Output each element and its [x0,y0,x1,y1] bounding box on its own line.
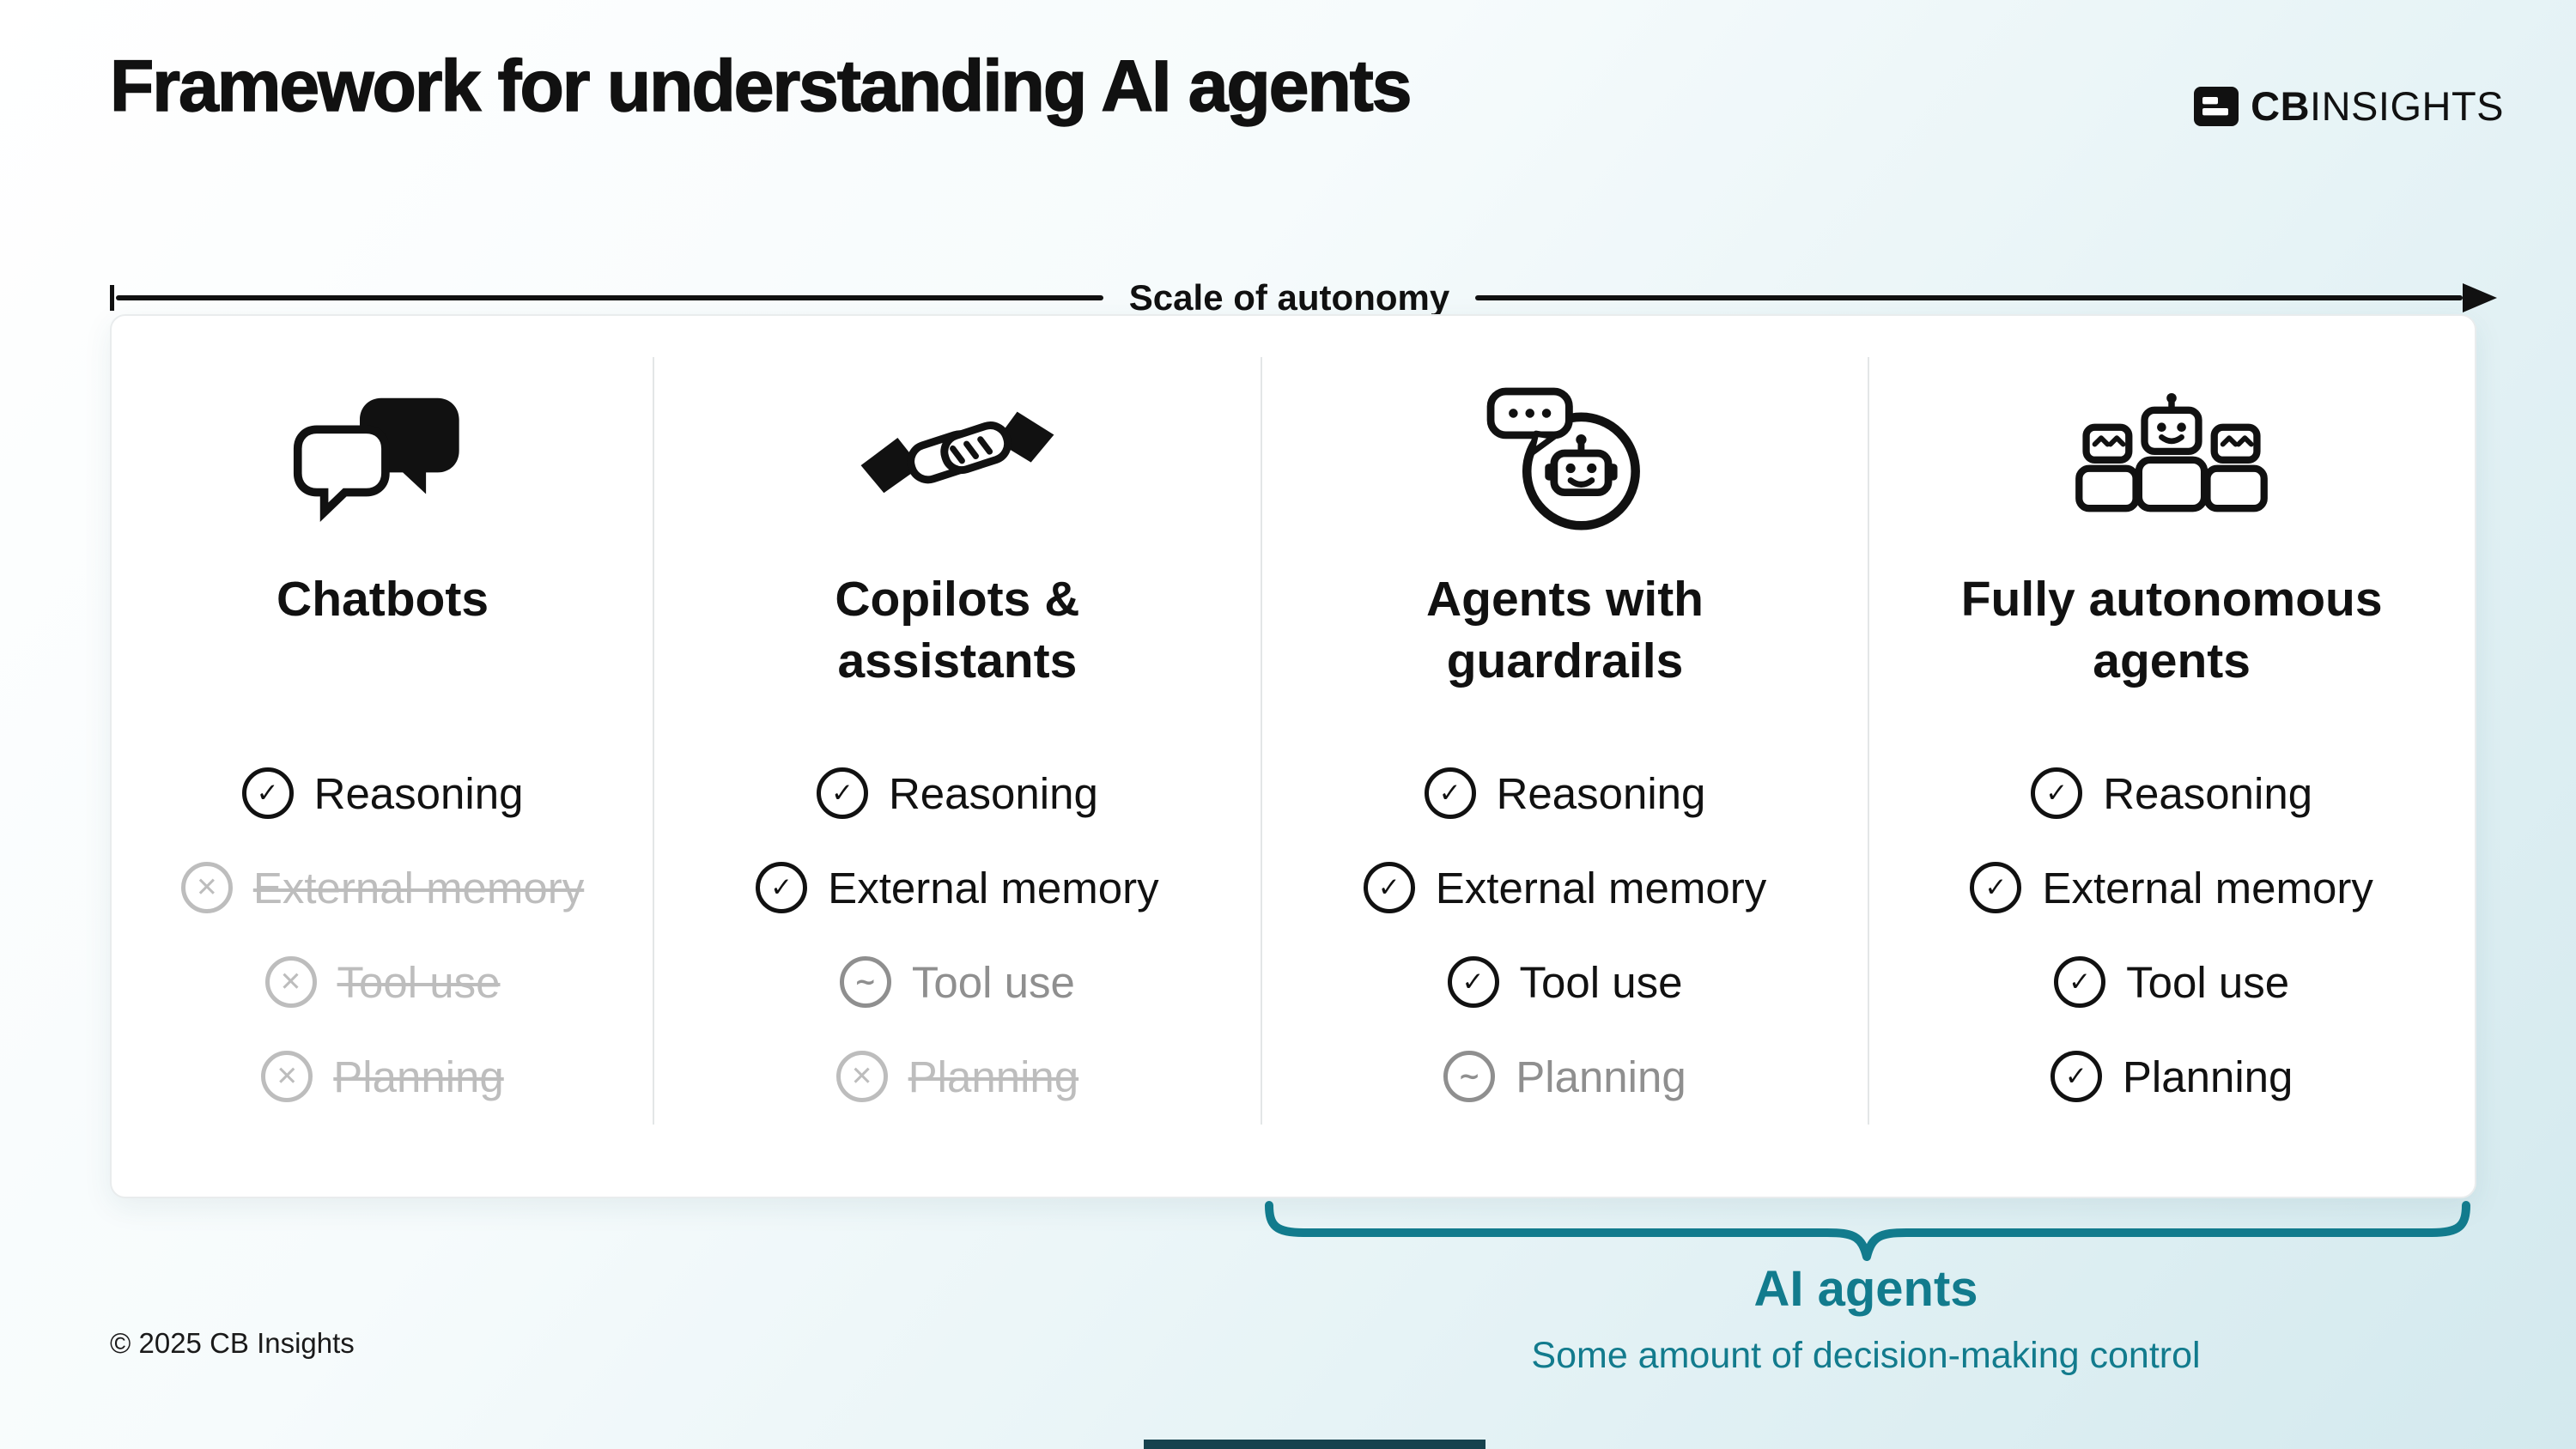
feature-label: External memory [2042,863,2373,912]
feature-label: Tool use [337,957,501,1007]
feature-row: ✕ Tool use [181,956,584,1008]
feature-row: ✓ Tool use [1970,956,2372,1008]
check-circle-icon: ✓ [2031,767,2083,819]
tilde-circle-icon: ∼ [839,956,891,1008]
check-circle-icon: ✓ [2054,956,2106,1008]
axis-label: Scale of autonomy [1128,277,1450,318]
feature-row: ✓ Reasoning [756,767,1158,819]
check-circle-icon: ✓ [816,767,868,819]
feature-row: ∼ Planning [1364,1051,1766,1102]
feature-label: External memory [828,863,1159,912]
callout-subtitle: Some amount of decision-making control [1531,1335,2201,1376]
check-circle-icon: ✓ [2050,1051,2102,1102]
robot-chat-icon [1479,371,1652,548]
feature-row: ✓ External memory [1363,862,1767,913]
robots-group-icon [2072,371,2271,548]
cross-circle-icon: ✕ [261,1051,313,1102]
feature-row: ∼ Tool use [756,956,1158,1008]
feature-row: ✓ Reasoning [181,767,584,819]
feature-row: ✕ Planning [756,1051,1158,1102]
cross-circle-icon: ✕ [180,862,233,913]
feature-row: ✕ Planning [181,1051,584,1102]
column-chatbots: Chatbots ✓ Reasoning ✕ External memory ✕ Tool … [112,316,653,1197]
feature-label: Reasoning [2103,768,2313,818]
callout-title: AI agents [1753,1261,1978,1317]
chat-bubbles-icon [292,371,474,548]
axis-start-tick [110,285,114,311]
ai-agents-brace [1265,1201,2470,1261]
columns-grid: Chatbots ✓ Reasoning ✕ External memory ✕ Tool … [112,316,2475,1197]
feature-label: External memory [1435,863,1767,912]
feature-label: Planning [908,1052,1079,1101]
axis-line-left [116,295,1103,300]
framework-card: Chatbots ✓ Reasoning ✕ External memory ✕ Tool … [110,314,2476,1198]
feature-list: ✓ Reasoning ✕ External memory ✕ Tool use ✕ Plan… [180,767,585,1102]
check-circle-icon: ✓ [756,862,808,913]
feature-label: Tool use [911,957,1075,1007]
feature-list: ✓ Reasoning ✓ External memory ✓ Tool use ∼ Plan… [1363,767,1767,1102]
feature-label: Reasoning [1496,768,1706,818]
feature-label: Reasoning [313,768,524,818]
check-circle-icon: ✓ [1447,956,1499,1008]
cbinsights-logo-text: CBINSIGHTS [2251,82,2504,130]
column-fully-autonomous-agents: Fully autonomous agents ✓ Reasoning ✓ Extern… [1868,316,2475,1197]
feature-row: ✕ External memory [180,862,585,913]
bottom-progress-bar [1144,1440,1485,1449]
feature-row: ✓ External memory [1970,862,2373,913]
ai-agents-callout: AI agents Some amount of decision-making… [1262,1260,2470,1377]
feature-label: External memory [252,863,585,912]
column-title: Agents with guardrails [1426,572,1704,689]
check-circle-icon: ✓ [1970,862,2022,913]
handshake-icon [858,371,1057,548]
column-agents-with-guardrails: Agents with guardrails ✓ Reasoning ✓ Externa… [1260,316,1869,1197]
column-title: Fully autonomous agents [1960,572,2383,689]
feature-label: Tool use [2126,957,2290,1007]
cbinsights-logo-icon [2194,86,2239,126]
feature-row: ✓ Reasoning [1364,767,1766,819]
column-title: Copilots & assistants [835,572,1080,689]
feature-row: ✓ Reasoning [1970,767,2372,819]
feature-list: ✓ Reasoning ✓ External memory ✓ Tool use ✓ Plan… [1970,767,2373,1102]
feature-label: Planning [2122,1052,2293,1101]
cbinsights-logo: CBINSIGHTS [2194,82,2504,130]
axis-line-right [1475,295,2463,300]
check-circle-icon: ✓ [241,767,294,819]
tilde-circle-icon: ∼ [1443,1051,1496,1102]
feature-label: Reasoning [888,768,1098,818]
feature-list: ✓ Reasoning ✓ External memory ∼ Tool use ✕ Plan… [756,767,1159,1102]
axis-arrowhead-icon [2463,283,2497,312]
cross-circle-icon: ✕ [835,1051,888,1102]
feature-label: Planning [333,1052,504,1101]
feature-label: Tool use [1519,957,1683,1007]
feature-row: ✓ External memory [756,862,1159,913]
brand-bold: CB [2251,83,2311,129]
autonomy-axis: Scale of autonomy [110,276,2497,319]
feature-row: ✓ Tool use [1364,956,1766,1008]
column-title: Chatbots [276,572,489,627]
check-circle-icon: ✓ [1424,767,1476,819]
column-copilots-assistants: Copilots & assistants ✓ Reasoning ✓ External… [653,316,1261,1197]
brand-rest: INSIGHTS [2310,83,2504,129]
copyright: © 2025 CB Insights [110,1327,355,1359]
page-title: Framework for understanding AI agents [109,45,1413,127]
feature-label: Planning [1516,1052,1686,1101]
feature-row: ✓ Planning [1970,1051,2372,1102]
check-circle-icon: ✓ [1363,862,1415,913]
cross-circle-icon: ✕ [264,956,317,1008]
